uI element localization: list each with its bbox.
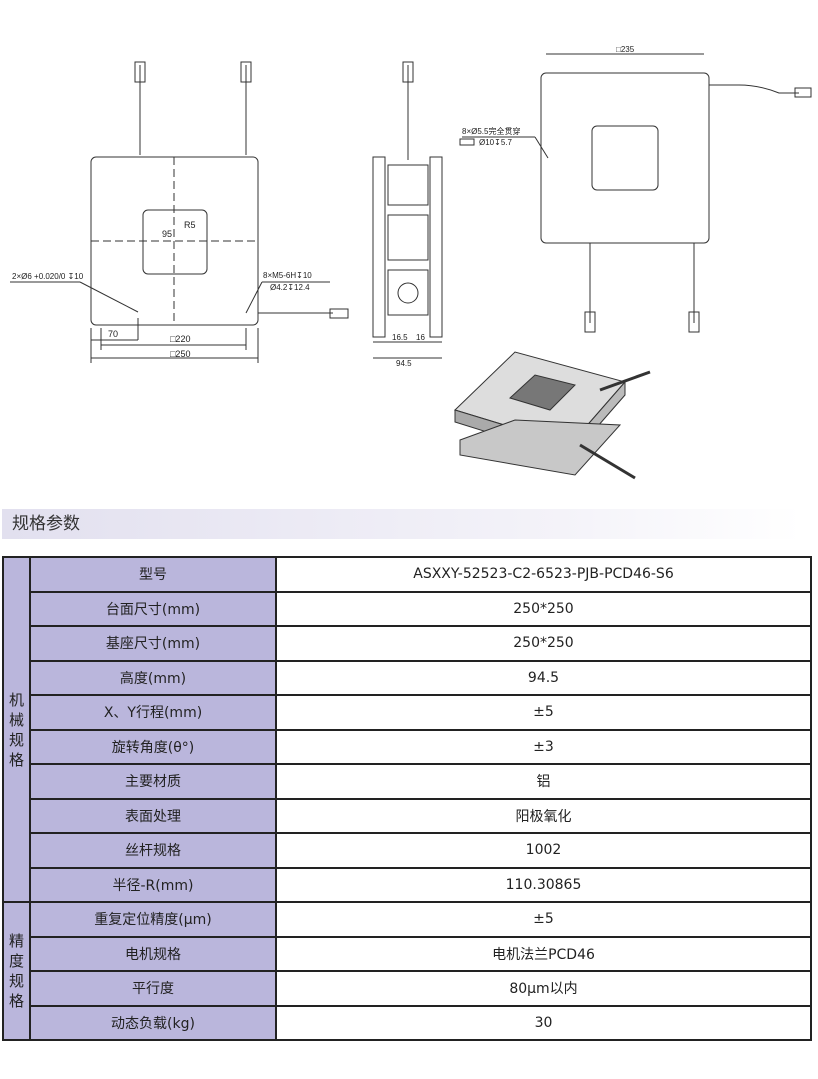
table-row: 精度规格重复定位精度(μm)±5 bbox=[2, 901, 812, 1041]
spec-value: 110.30865 bbox=[275, 866, 812, 903]
table-row: X、Y行程(mm)±5 bbox=[3, 694, 812, 731]
dim-70: 70 bbox=[108, 329, 118, 339]
table-row: 半径-R(mm)110.30865 bbox=[3, 866, 812, 903]
top-view-drawing: □235 8×Ø5.5完全贯穿 Ø10↧5.7 bbox=[459, 45, 812, 333]
table-row: 高度(mm)94.5 bbox=[3, 659, 812, 696]
spec-label: 动态负载(kg) bbox=[29, 1004, 277, 1041]
spec-label: X、Y行程(mm) bbox=[29, 694, 277, 731]
spec-value: 1002 bbox=[275, 832, 812, 869]
spec-value: 250*250 bbox=[275, 625, 812, 662]
spec-label: 表面处理 bbox=[29, 797, 277, 834]
table-row: 台面尺寸(mm)250*250 bbox=[3, 590, 812, 627]
spec-value: 94.5 bbox=[275, 659, 812, 696]
table-row: 动态负载(kg)30 bbox=[3, 1004, 812, 1041]
dim-220: □220 bbox=[170, 334, 190, 344]
spec-value: ±3 bbox=[275, 728, 812, 765]
side-view-drawing: 16.5 16 94.5 bbox=[372, 61, 443, 368]
spec-label: 半径-R(mm) bbox=[29, 866, 277, 903]
group-cell: 机械规格 bbox=[2, 556, 31, 903]
dim-94-5: 94.5 bbox=[396, 359, 412, 368]
section-title: 规格参数 bbox=[2, 509, 802, 539]
spec-value: 80μm以内 bbox=[275, 970, 812, 1007]
isometric-view bbox=[454, 351, 651, 480]
dim-16-5: 16.5 bbox=[392, 333, 408, 342]
dim-250: □250 bbox=[170, 349, 190, 359]
spec-label: 丝杆规格 bbox=[29, 832, 277, 869]
spec-value: ASXXY-52523-C2-6523-PJB-PCD46-S6 bbox=[275, 556, 812, 593]
table-row: 主要材质铝 bbox=[3, 763, 812, 800]
spec-value: 30 bbox=[275, 1004, 812, 1041]
spec-label: 旋转角度(θ°) bbox=[29, 728, 277, 765]
through-hole-note: 8×Ø5.5完全贯穿 bbox=[462, 126, 520, 136]
spec-label: 型号 bbox=[29, 556, 277, 593]
spec-value: 电机法兰PCD46 bbox=[275, 935, 812, 972]
technical-drawings: R5 95 2×Ø6 +0.020/0 ↧10 8×M5-6H↧10 Ø4.2↧… bbox=[10, 45, 812, 480]
spec-label: 基座尺寸(mm) bbox=[29, 625, 277, 662]
table-row: 旋转角度(θ°)±3 bbox=[3, 728, 812, 765]
group-label: 机械规格 bbox=[8, 690, 24, 769]
spec-label: 台面尺寸(mm) bbox=[29, 590, 277, 627]
table-row: 电机规格电机法兰PCD46 bbox=[3, 935, 812, 972]
counterbore-note: Ø10↧5.7 bbox=[479, 138, 512, 147]
group-label: 精度规格 bbox=[8, 932, 24, 1010]
spec-value: 铝 bbox=[275, 763, 812, 800]
spec-label: 高度(mm) bbox=[29, 659, 277, 696]
spec-value: ±5 bbox=[275, 694, 812, 731]
r5-label: R5 bbox=[184, 220, 196, 230]
spec-label: 平行度 bbox=[29, 970, 277, 1007]
dim-235: □235 bbox=[616, 45, 635, 54]
spec-value: ±5 bbox=[275, 901, 812, 938]
spec-label: 重复定位精度(μm) bbox=[29, 901, 277, 938]
dim-95: 95 bbox=[162, 229, 172, 239]
front-view-drawing: R5 95 2×Ø6 +0.020/0 ↧10 8×M5-6H↧10 Ø4.2↧… bbox=[10, 61, 349, 363]
table-row: 基座尺寸(mm)250*250 bbox=[3, 625, 812, 662]
thread-note-2: Ø4.2↧12.4 bbox=[270, 283, 310, 292]
spec-value: 250*250 bbox=[275, 590, 812, 627]
spec-label: 电机规格 bbox=[29, 935, 277, 972]
thread-note: 8×M5-6H↧10 bbox=[263, 271, 312, 280]
hole-note: 2×Ø6 +0.020/0 ↧10 bbox=[12, 272, 84, 281]
spec-label: 主要材质 bbox=[29, 763, 277, 800]
table-row: 表面处理阳极氧化 bbox=[3, 797, 812, 834]
spec-value: 阳极氧化 bbox=[275, 797, 812, 834]
group-cell: 精度规格 bbox=[2, 901, 31, 1041]
dim-16: 16 bbox=[416, 333, 425, 342]
